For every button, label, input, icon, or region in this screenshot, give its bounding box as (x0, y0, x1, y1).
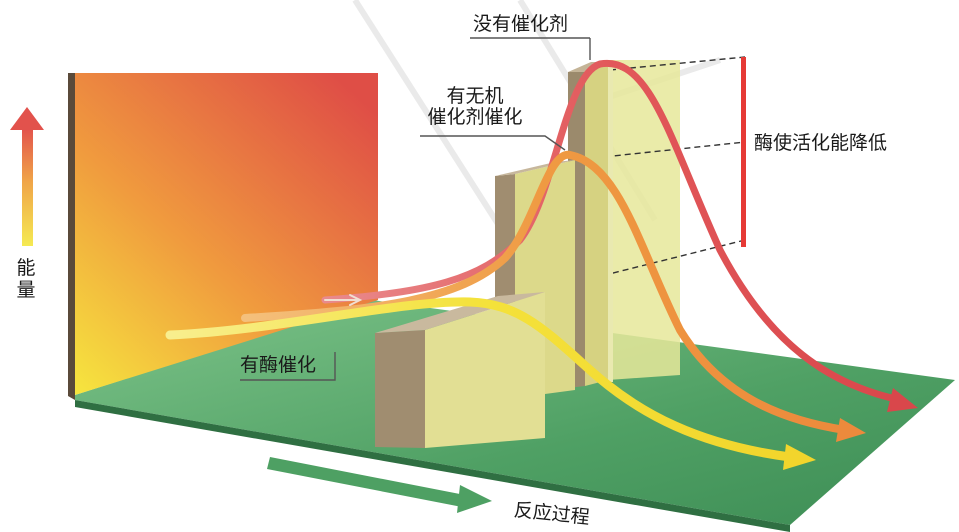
label-enzyme-catalyst: 有酶催化 (240, 354, 317, 376)
label-inorganic-catalyst: 有无机 催化剂催化 (415, 86, 535, 128)
enzyme-arrowhead (783, 444, 816, 470)
energy-wall-edge (68, 73, 75, 400)
energy-block-enzyme (375, 292, 545, 448)
enzyme-curve (165, 297, 795, 462)
reaction-progress-arrow-icon (267, 457, 492, 513)
inorganic-curve (241, 150, 849, 434)
activation-energy-reduction-bar (741, 57, 746, 247)
reaction-curves (165, 59, 918, 470)
energy-axis-char2: 量 (16, 278, 36, 301)
uncatalyzed-curve (321, 59, 904, 404)
energy-axis-arrow-icon (10, 107, 44, 246)
label-inorganic-line1: 有无机 (446, 85, 504, 107)
start-marker-arrow (324, 294, 363, 306)
callout-lines (240, 37, 591, 381)
label-no-catalyst: 没有催化剂 (473, 13, 569, 35)
label-enzyme-lowers-activation: 酶使活化能降低 (754, 132, 888, 154)
floor-edge (75, 400, 790, 532)
energy-axis-label: 能 量 (15, 257, 37, 302)
uncatalyzed-arrowhead (887, 388, 918, 412)
energy-axis-char1: 能 (16, 257, 36, 279)
label-inorganic-line2: 催化剂催化 (427, 105, 523, 128)
inorganic-arrowhead (836, 418, 866, 442)
guide-plane (608, 60, 680, 380)
